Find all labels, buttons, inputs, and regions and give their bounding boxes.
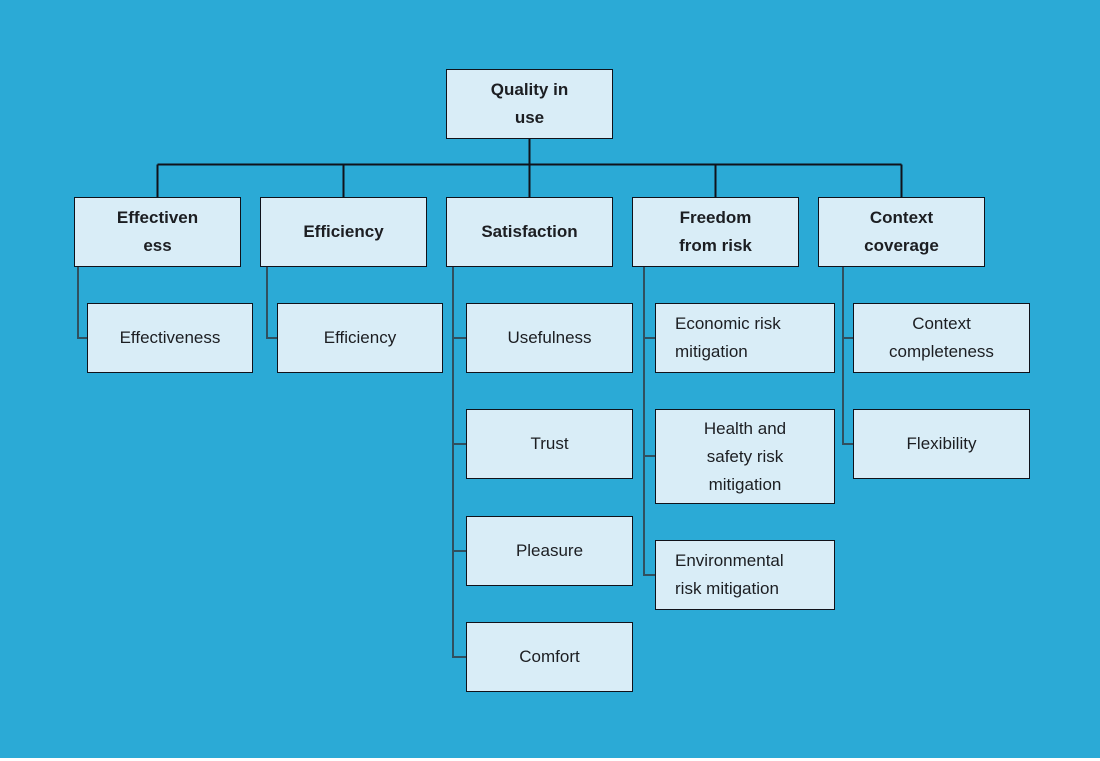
node-effectiveness-child[interactable]: Effectiveness: [87, 303, 253, 373]
node-label-line: Trust: [530, 434, 569, 453]
node-usefulness[interactable]: Usefulness: [466, 303, 633, 373]
root-connector: [156, 139, 903, 198]
node-label-line: Context: [912, 314, 971, 333]
node-label-line: risk mitigation: [675, 579, 779, 598]
node-label-line: Effectiven: [116, 208, 199, 227]
node-label-line: Flexibility: [906, 434, 977, 453]
canvas-bottom-edge: [0, 758, 1100, 761]
node-label-line: Effectiveness: [119, 328, 221, 347]
node-label-line: Efficiency: [303, 222, 384, 241]
node-environmental-risk-mitigation[interactable]: Environmental risk mitigation: [655, 540, 835, 610]
node-label-line: Environmental: [675, 551, 784, 570]
node-label-line: coverage: [864, 236, 939, 255]
node-economic-risk-mitigation[interactable]: Economic risk mitigation: [655, 303, 835, 373]
node-label-line: Satisfaction: [481, 222, 578, 241]
node-label-line: mitigation: [675, 342, 748, 361]
node-label-line: Quality in: [490, 80, 569, 99]
node-satisfaction[interactable]: Satisfaction: [446, 197, 613, 267]
node-label-line: use: [514, 108, 545, 127]
node-pleasure[interactable]: Pleasure: [466, 516, 633, 586]
node-effectiveness-l2[interactable]: Effectiven ess: [74, 197, 241, 267]
node-context-coverage[interactable]: Context coverage: [818, 197, 985, 267]
node-context-completeness[interactable]: Context completeness: [853, 303, 1030, 373]
node-freedom-from-risk[interactable]: Freedom from risk: [632, 197, 799, 267]
node-label-line: mitigation: [708, 474, 782, 494]
node-label-line: Usefulness: [507, 328, 592, 347]
node-label-line: safety risk: [706, 446, 784, 466]
node-efficiency-l2[interactable]: Efficiency: [260, 197, 427, 267]
node-trust[interactable]: Trust: [466, 409, 633, 479]
node-label-line: Efficiency: [323, 328, 397, 347]
node-label-line: Freedom: [679, 208, 752, 227]
node-label-line: ess: [143, 236, 172, 255]
node-efficiency-child[interactable]: Efficiency: [277, 303, 443, 373]
node-label-line: Economic risk: [675, 314, 781, 333]
node-label-line: Pleasure: [515, 541, 584, 560]
node-comfort[interactable]: Comfort: [466, 622, 633, 692]
node-label-line: Comfort: [519, 647, 580, 666]
node-health-safety-risk-mitigation[interactable]: Health and safety risk mitigation: [655, 409, 835, 504]
node-label-line: Health and: [703, 418, 787, 438]
node-label-line: from risk: [679, 236, 752, 255]
node-quality-in-use[interactable]: Quality in use: [446, 69, 613, 139]
node-flexibility[interactable]: Flexibility: [853, 409, 1030, 479]
node-label-line: completeness: [889, 342, 994, 361]
node-label-line: Context: [869, 208, 934, 227]
